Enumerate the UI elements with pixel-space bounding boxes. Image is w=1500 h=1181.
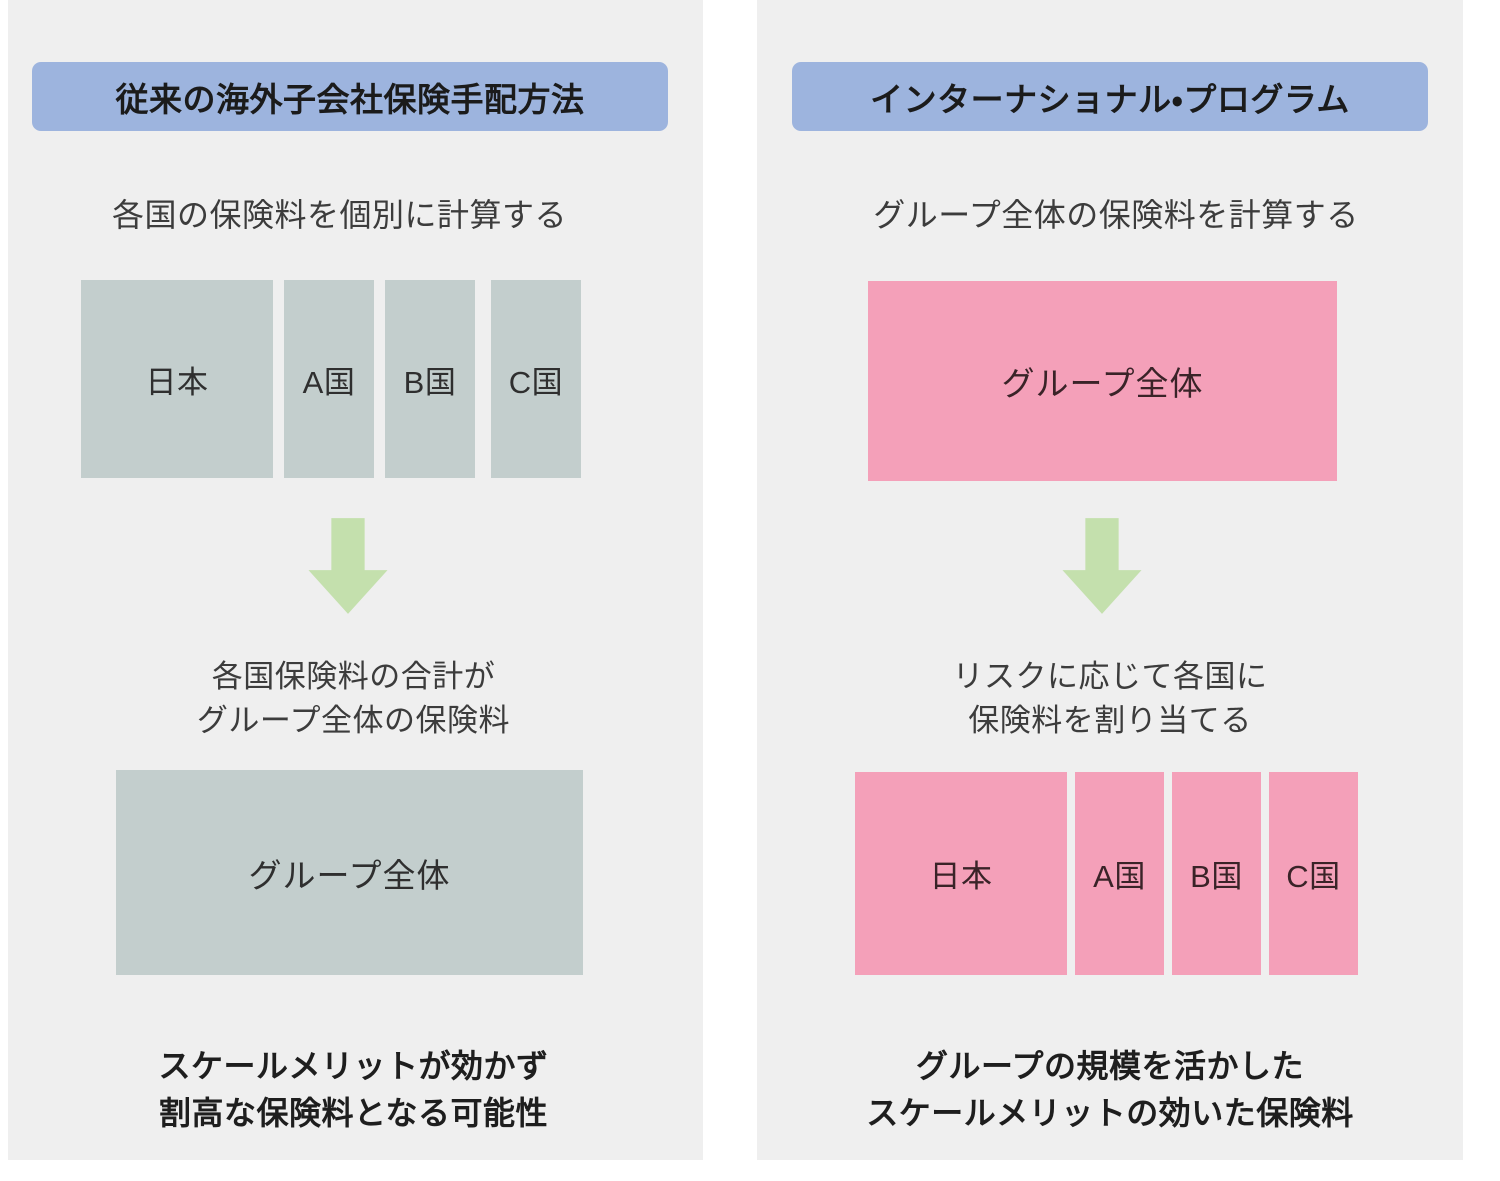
country-block-label: A国 xyxy=(1093,859,1146,894)
country-block-label: C国 xyxy=(508,364,564,400)
conclusion-line-1: グループの規模を活かした xyxy=(915,1048,1305,1084)
country-block-japan: 日本 xyxy=(81,280,273,478)
conclusion-international: グループの規模を活かした スケールメリットの効いた保険料 xyxy=(757,1043,1463,1137)
country-block-b: B国 xyxy=(1172,772,1261,975)
country-block-label: C国 xyxy=(1286,859,1341,894)
conclusion-traditional: スケールメリットが効かず 割高な保険料となる可能性 xyxy=(6,1043,701,1137)
conclusion-line-1: スケールメリットが効かず xyxy=(158,1048,549,1084)
panel-traditional: 従来の海外子会社保険手配方法 各国の保険料を個別に計算する 日本 A国 B国 C… xyxy=(8,0,703,1160)
panel-header-traditional: 従来の海外子会社保険手配方法 xyxy=(32,62,668,131)
country-block-label: A国 xyxy=(302,364,356,400)
group-total-box-pink: グループ全体 xyxy=(868,281,1337,481)
conclusion-line-2: スケールメリットの効いた保険料 xyxy=(866,1095,1354,1131)
country-block-b: B国 xyxy=(385,280,475,478)
explanation-line-2: 保険料を割り当てる xyxy=(968,703,1252,738)
country-block-label: 日本 xyxy=(145,364,209,400)
explanation-line-1: リスクに応じて各国に xyxy=(952,659,1268,694)
country-blocks-gray: 日本 A国 B国 C国 xyxy=(81,280,581,478)
panel-header-international: インターナショナル・プログラム xyxy=(792,62,1428,131)
explanation-traditional: 各国保険料の合計が グループ全体の保険料 xyxy=(6,655,701,743)
panel-subtitle-international: グループ全体の保険料を計算する xyxy=(873,197,1359,233)
panel-title-traditional: 従来の海外子会社保険手配方法 xyxy=(115,80,585,118)
panel-subtitle-traditional: 各国の保険料を個別に計算する xyxy=(111,197,567,233)
country-block-label: 日本 xyxy=(929,859,993,894)
panel-title-international: インターナショナル・プログラム xyxy=(870,80,1350,118)
down-arrow-icon xyxy=(296,514,400,618)
group-total-box-gray: グループ全体 xyxy=(116,770,583,975)
country-blocks-pink: 日本 A国 B国 C国 xyxy=(855,772,1358,975)
country-block-japan: 日本 xyxy=(855,772,1067,975)
conclusion-line-2: 割高な保険料となる可能性 xyxy=(158,1095,549,1131)
explanation-international: リスクに応じて各国に 保険料を割り当てる xyxy=(757,655,1463,743)
country-block-label: B国 xyxy=(1190,859,1243,894)
country-block-c: C国 xyxy=(1269,772,1358,975)
country-block-a: A国 xyxy=(1075,772,1164,975)
group-total-label: グループ全体 xyxy=(1001,365,1204,402)
down-arrow-icon xyxy=(1050,514,1154,618)
explanation-line-2: グループ全体の保険料 xyxy=(196,703,511,738)
country-block-label: B国 xyxy=(403,364,457,400)
country-block-c: C国 xyxy=(491,280,581,478)
country-block-a: A国 xyxy=(284,280,374,478)
group-total-label: グループ全体 xyxy=(248,856,451,894)
explanation-line-1: 各国保険料の合計が xyxy=(211,659,496,694)
